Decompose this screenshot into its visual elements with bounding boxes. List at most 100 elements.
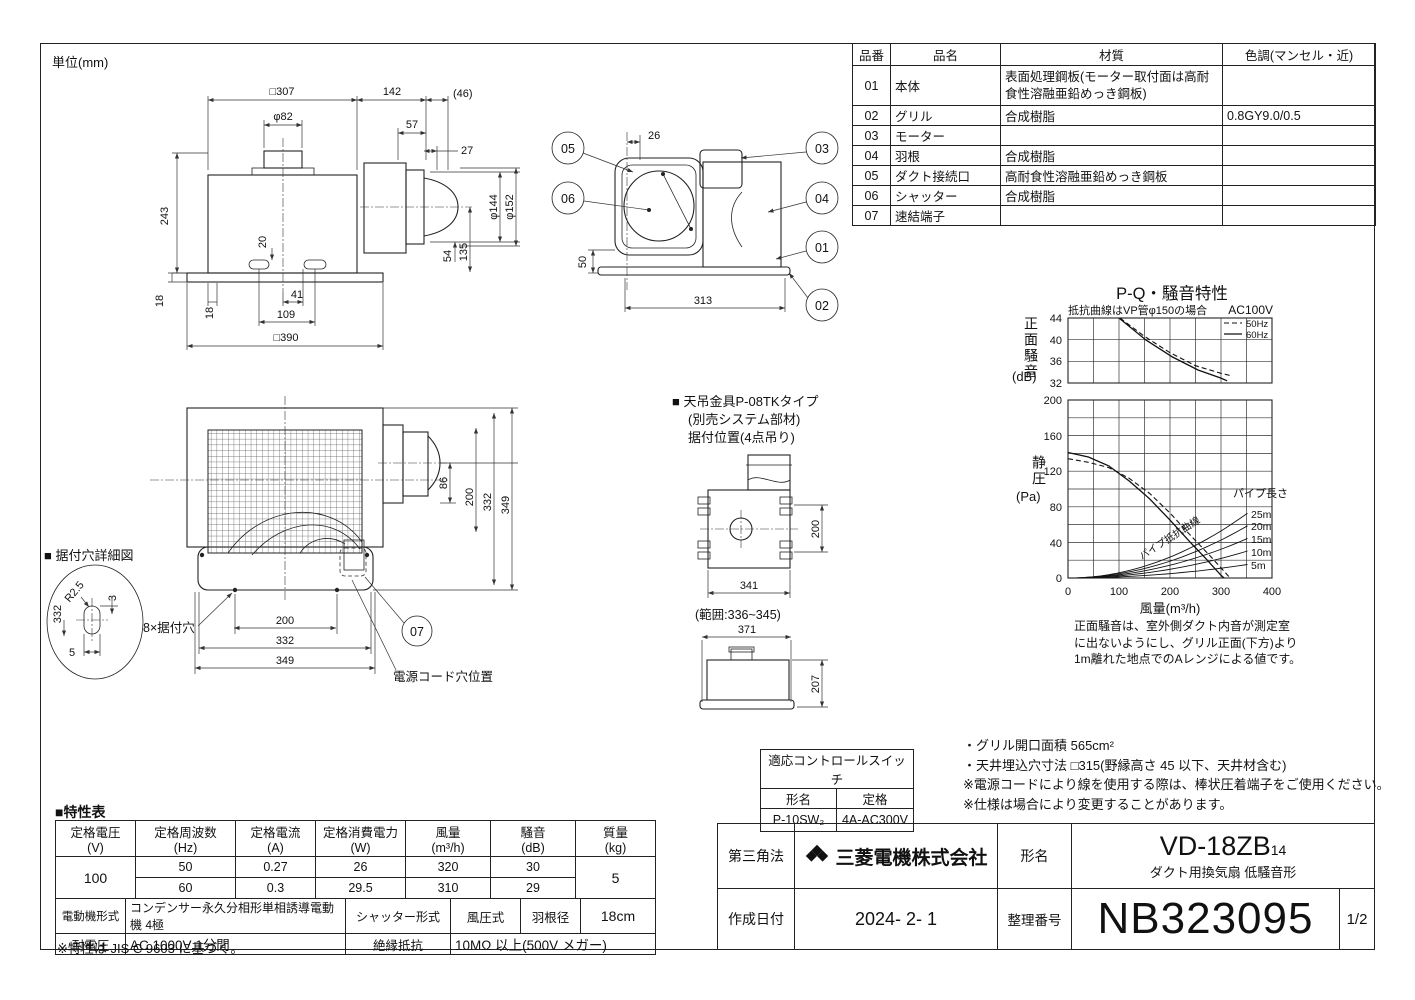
- dim-label: 341: [740, 580, 758, 592]
- control-switch-table: 適応コントロールスイッチ 形名 定格 P-10SW₂ 4A-AC300V: [760, 749, 914, 832]
- detail-title: ■ 据付穴詳細図: [44, 548, 133, 563]
- dim-label: 54: [442, 250, 454, 262]
- part-name: グリル: [890, 105, 1001, 126]
- callout-balloon: 05: [561, 142, 575, 156]
- dim-label: 200: [464, 488, 476, 506]
- callout-balloon: 06: [561, 192, 575, 206]
- chart-footnote: 正面騒音は、室外側ダクト内音が測定室 に出ないようにし、グリル正面(下方)より …: [1074, 618, 1301, 668]
- pipe-curve-5m: [1068, 564, 1248, 579]
- part-material: 合成樹脂: [1000, 145, 1223, 166]
- dim-label: φ82: [273, 111, 292, 123]
- mounting-hole-label: 8×据付穴: [143, 620, 195, 635]
- x-axis-label: 風量(m³/h): [1140, 601, 1201, 616]
- spec-header: 定格電圧: [70, 826, 121, 840]
- part-material: 合成樹脂: [1000, 185, 1223, 206]
- spec-value: 320: [405, 856, 491, 878]
- unit-label: 単位(mm): [52, 55, 109, 70]
- spec-mass: 5: [575, 856, 656, 899]
- hanger-title-line1: ■ 天吊金具P-08TKタイプ: [672, 394, 819, 409]
- pq-noise-chart: P-Q・騒音特性 抵抗曲線はVP管φ150の場合 AC100V 44 40 36…: [1044, 284, 1288, 616]
- dim-label: □307: [270, 86, 295, 98]
- switch-model-label: 形名: [760, 788, 837, 809]
- dim-label: 18: [154, 295, 166, 307]
- model-suffix: 14: [1270, 842, 1287, 858]
- note-ceiling-hole: ・天井埋込穴寸法 □315(野縁高さ 45 以下、天井材含む): [963, 757, 1287, 773]
- part-material: 表面処理鋼板(モーター取付面は高耐食性溶融亜鉛めっき鋼板): [1000, 65, 1223, 106]
- spec-voltage: 100: [55, 856, 136, 899]
- sheet-border: [40, 43, 1375, 950]
- ytick: 0: [1056, 573, 1062, 585]
- note-spec-change: ※仕様は場合により変更することがあります。: [963, 796, 1233, 812]
- dim-label: 207: [810, 675, 822, 693]
- pipe-label: 15m: [1251, 534, 1272, 546]
- ytick: 160: [1044, 431, 1062, 443]
- chart-footnote-line2: に出ないようにし、グリル正面(下方)より: [1074, 635, 1298, 650]
- ytick: 200: [1044, 395, 1062, 407]
- part-name: ダクト接続口: [890, 165, 1001, 186]
- part-name: 本体: [890, 65, 1001, 106]
- xtick: 300: [1212, 586, 1230, 598]
- chart-voltage: AC100V: [1228, 303, 1273, 317]
- noise-y-axis-label: 正面騒音: [1023, 316, 1039, 380]
- pipe-label: 10m: [1251, 547, 1272, 559]
- shutter-type-label: シャッター形式: [345, 898, 451, 934]
- parts-header-color: 色調(マンセル・近): [1222, 43, 1376, 66]
- note-power-cord: ※電源コードにより線を使用する際は、棒状圧着端子をご使用ください。: [963, 777, 1390, 792]
- callout-balloon: 03: [815, 142, 829, 156]
- part-color: 0.8GY9.0/0.5: [1222, 105, 1376, 126]
- company-name: 三菱電機株式会社: [835, 847, 988, 869]
- spec-value: 29.5: [315, 877, 406, 899]
- part-no: 05: [852, 165, 891, 186]
- dim-label: 109: [277, 309, 295, 321]
- callout-balloon: 02: [815, 299, 829, 313]
- noise-curve-50hz: [1119, 317, 1233, 377]
- dim-label: 371: [738, 624, 756, 636]
- spec-table: 定格電圧(V) 定格周波数(Hz) 定格電流(A) 定格消費電力(W) 風量(m…: [55, 820, 656, 899]
- dim-label: 332: [276, 635, 294, 647]
- spec-value: 26: [315, 856, 406, 878]
- projection-label: 第三角法: [718, 824, 795, 888]
- model-label: 形名: [998, 824, 1072, 888]
- dim-label: 50: [577, 256, 589, 268]
- pipe-label: 25m: [1251, 509, 1272, 521]
- dim-label: 332: [52, 605, 64, 623]
- chart-footnote-line3: 1m離れた地点でのAレンジによる値です。: [1074, 652, 1302, 666]
- spec-value: 0.3: [235, 877, 316, 899]
- chart-footnote-line1: 正面騒音は、室外側ダクト内音が測定室: [1074, 619, 1291, 633]
- dim-label: 27: [461, 145, 473, 157]
- dim-label: 142: [383, 86, 401, 98]
- spec-value: 30: [490, 856, 576, 878]
- power-cord-label: 電源コード穴位置: [393, 669, 493, 684]
- xtick: 200: [1161, 586, 1179, 598]
- hanger-title-line3: 据付位置(4点吊り): [688, 430, 795, 445]
- date-value: 2024- 2- 1: [795, 889, 998, 949]
- technical-drawings: □307 142 (46) φ82 57 27 243 20 φ144 φ152…: [44, 86, 839, 710]
- parts-header-material: 材質: [1000, 43, 1223, 66]
- dim-label: φ152: [504, 194, 516, 220]
- dim-label: φ144: [488, 194, 500, 220]
- dim-label: 57: [406, 119, 418, 131]
- dim-label: 3: [107, 595, 119, 601]
- date-label: 作成日付: [718, 889, 795, 949]
- dim-label: 20: [257, 236, 269, 248]
- dim-label: 332: [482, 493, 494, 511]
- jis-note: ※特性は JIS C 9603 に基づく。: [57, 941, 244, 956]
- dim-label: R2.5: [63, 579, 87, 605]
- xtick: 400: [1263, 586, 1281, 598]
- part-color: [1222, 145, 1376, 166]
- model-name: VD-18ZB14: [1159, 831, 1287, 861]
- switch-table-title: 適応コントロールスイッチ: [760, 749, 914, 789]
- part-color: [1222, 185, 1376, 206]
- ytick: 32: [1050, 378, 1062, 390]
- part-material: 高耐食性溶融亜鉛めっき鋼板: [1000, 165, 1223, 186]
- part-color: [1222, 165, 1376, 186]
- dim-label: 5: [69, 647, 75, 659]
- spec-value: 310: [405, 877, 491, 899]
- pipe-length-label: パイプ長さ: [1233, 487, 1288, 500]
- spec-value: 50: [135, 856, 236, 878]
- part-name: シャッター: [890, 185, 1001, 206]
- pq-y-axis-unit: (Pa): [1016, 489, 1041, 504]
- spec-header: 騒音: [520, 826, 546, 840]
- switch-rating-label: 定格: [836, 788, 914, 809]
- note-grill-area: ・グリル開口面積 565cm²: [963, 738, 1114, 753]
